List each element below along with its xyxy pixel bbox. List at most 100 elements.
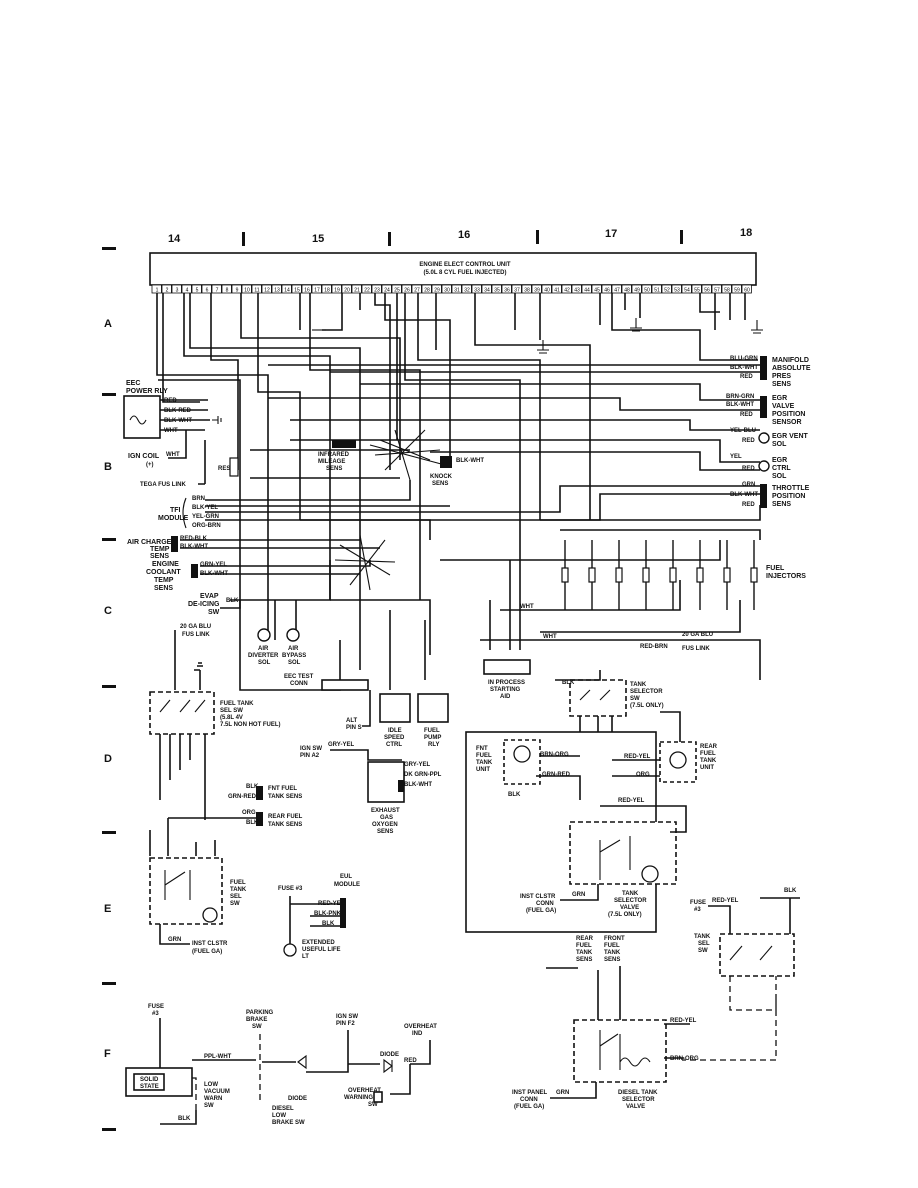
row-b: B	[104, 461, 112, 473]
ecu-pin-number: 6	[206, 288, 209, 294]
ecu-pin	[721, 284, 732, 294]
idle-speed-ctrl: IDLE SPEED CTRL	[379, 693, 411, 748]
column-markers: 14 15 16 17 18	[168, 227, 752, 246]
svg-text:MODULE: MODULE	[158, 515, 189, 522]
ecu-pin-number: 40	[544, 288, 550, 294]
svg-text:BLK: BLK	[508, 792, 521, 798]
svg-text:YEL-GRN: YEL-GRN	[192, 514, 219, 520]
ecu-pin	[311, 284, 322, 294]
svg-text:SOL: SOL	[288, 660, 301, 666]
svg-text:VALVE: VALVE	[772, 403, 795, 410]
svg-text:DIVERTER: DIVERTER	[248, 653, 279, 659]
ecu-pin	[221, 284, 232, 294]
row-markers: A B C D E F	[102, 247, 116, 1131]
svg-text:DIESEL: DIESEL	[272, 1106, 294, 1112]
ecu-pin-number: 57	[714, 288, 720, 294]
svg-text:BRAKE SW: BRAKE SW	[272, 1120, 305, 1126]
air-sols: AIR DIVERTER SOL AIR BYPASS SOL	[248, 628, 306, 666]
ecu-pin	[291, 284, 302, 294]
svg-text:DIESEL TANK: DIESEL TANK	[618, 1090, 658, 1096]
tfi-module-label: TFI	[170, 507, 181, 514]
ecu-pin	[481, 284, 492, 294]
ecu-pin	[511, 284, 522, 294]
ecu-pin	[551, 284, 562, 294]
evap-label: EVAP	[200, 593, 219, 600]
svg-text:BLK-WHT: BLK-WHT	[180, 544, 208, 550]
ecu-pin	[181, 284, 192, 294]
svg-text:FNT: FNT	[476, 746, 488, 752]
svg-text:SW: SW	[208, 609, 220, 616]
injector-body	[696, 567, 704, 583]
fuel-tank-sel-sw-top: 20 GA BLU FUS LINK FUEL TANK SEL SW (5.8…	[149, 624, 281, 820]
ecu-pin-number: 10	[244, 288, 250, 294]
ecu-pin-number: 30	[444, 288, 450, 294]
svg-text:PARKING: PARKING	[246, 1010, 274, 1016]
tank-sel-sw-right: FUSE #3 RED-YEL BLK TANK SEL SW	[682, 888, 800, 1061]
svg-text:PRES: PRES	[772, 373, 791, 380]
ecu-pin	[611, 284, 622, 294]
ecu-pin	[361, 284, 372, 294]
row-c: C	[104, 605, 112, 617]
ecu-pin-number: 36	[504, 288, 510, 294]
svg-text:RED-YEL: RED-YEL	[618, 798, 645, 804]
svg-text:(FUEL GA): (FUEL GA)	[526, 908, 556, 914]
svg-text:CTRL: CTRL	[386, 742, 402, 748]
svg-text:WARNING: WARNING	[344, 1095, 373, 1101]
column-14: 14	[168, 233, 181, 245]
svg-text:FUEL: FUEL	[700, 751, 716, 757]
ecu-pin-number: 45	[594, 288, 600, 294]
injector-body	[588, 567, 596, 583]
svg-text:(FUEL GA): (FUEL GA)	[192, 949, 222, 955]
svg-text:BLK-WHT: BLK-WHT	[200, 571, 228, 577]
svg-text:LT: LT	[302, 954, 309, 960]
ecu-pin	[171, 284, 182, 294]
svg-text:FRONT: FRONT	[604, 936, 625, 942]
bundle-junctions	[334, 429, 446, 591]
svg-text:PUMP: PUMP	[424, 735, 441, 741]
svg-text:BRAKE: BRAKE	[246, 1017, 267, 1023]
ecu-pin	[371, 284, 382, 294]
ecu-pin-number: 18	[324, 288, 330, 294]
ecu-pin	[301, 284, 312, 294]
svg-text:RED: RED	[164, 398, 177, 404]
evap-de-icing-sw: EVAP DE-ICING SW BLK	[188, 593, 241, 616]
svg-text:SPEED: SPEED	[384, 735, 405, 741]
alt-pin: ALT PIN S	[346, 690, 371, 731]
svg-text:SOL: SOL	[772, 473, 787, 480]
row-f: F	[104, 1048, 111, 1060]
svg-text:FUSE: FUSE	[148, 1004, 164, 1010]
svg-text:SOL: SOL	[258, 660, 271, 666]
svg-text:EUL: EUL	[340, 874, 352, 880]
knock-sens: BLK-WHT KNOCK SENS	[430, 456, 484, 487]
ecu-pin	[711, 284, 722, 294]
column-16: 16	[458, 229, 470, 241]
ecu-pin-number: 59	[734, 288, 740, 294]
exhaust-gas-oxygen-sens: GRY-YEL DK GRN-PPL BLK-WHT EXHAUST GAS O…	[367, 761, 442, 835]
ecu-pin-number: 39	[534, 288, 540, 294]
svg-text:TEMP: TEMP	[154, 577, 174, 584]
ecu-pin-number: 46	[604, 288, 610, 294]
svg-text:SENS: SENS	[576, 957, 592, 963]
svg-text:TANK SENS: TANK SENS	[268, 794, 302, 800]
svg-text:RLY: RLY	[428, 742, 439, 748]
svg-text:SEL SW: SEL SW	[220, 708, 243, 714]
svg-text:7.5L NON HOT FUEL): 7.5L NON HOT FUEL)	[220, 722, 281, 728]
ecu-pin	[321, 284, 332, 294]
ecu-pin-number: 12	[264, 288, 270, 294]
svg-text:BLU-GRN: BLU-GRN	[730, 356, 758, 362]
svg-text:PIN S: PIN S	[346, 725, 362, 731]
svg-text:GRY-YEL: GRY-YEL	[404, 762, 430, 768]
svg-text:BLK-WHT: BLK-WHT	[404, 782, 432, 788]
svg-text:SOL: SOL	[772, 441, 787, 448]
svg-text:TANK: TANK	[630, 682, 647, 688]
svg-text:BLK: BLK	[784, 888, 797, 894]
svg-text:INJECTORS: INJECTORS	[766, 573, 806, 580]
ecu-pin-number: 37	[514, 288, 520, 294]
ign-sw-label: IGN SW	[300, 746, 322, 752]
svg-text:BYPASS: BYPASS	[282, 653, 306, 659]
ecu-subtitle: (5.0L 8 CYL FUEL INJECTED)	[423, 270, 506, 276]
svg-text:TANK: TANK	[476, 760, 493, 766]
svg-text:BLK: BLK	[226, 598, 239, 604]
